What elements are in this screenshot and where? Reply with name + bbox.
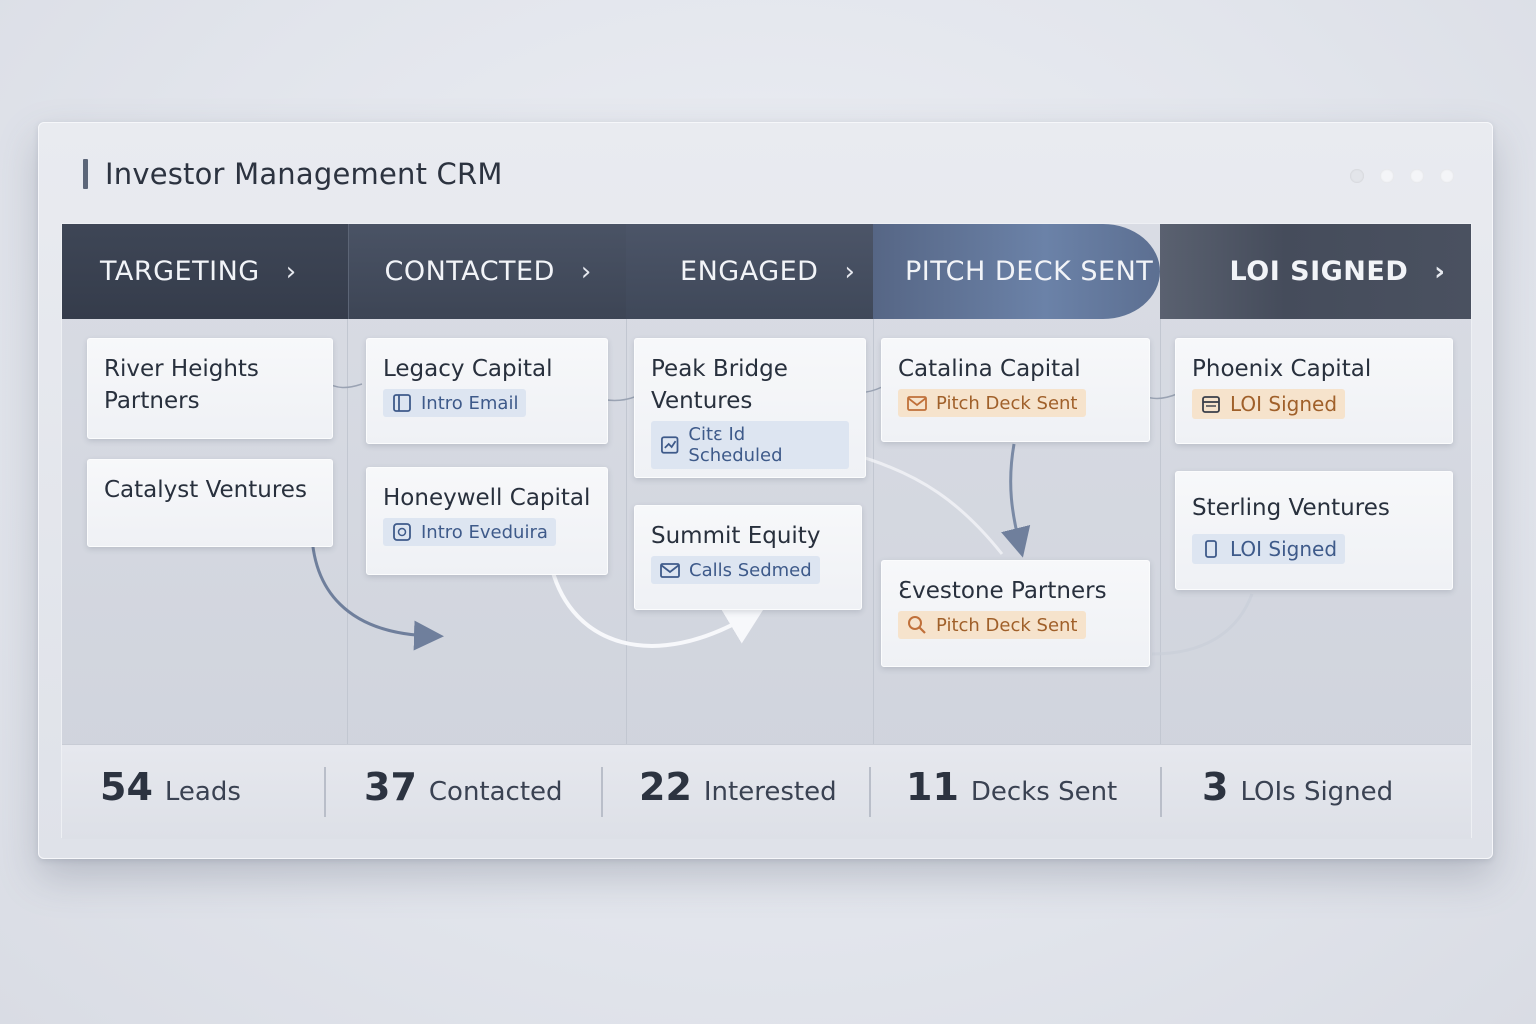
chevron-right-icon: › (844, 256, 856, 287)
status-badge: Intro Eveduira (383, 518, 556, 546)
investor-card[interactable]: Ɛvestone Partners Pitch Deck Sent (881, 560, 1150, 667)
stat-divider (1160, 767, 1162, 817)
status-text: Intro Email (421, 392, 519, 414)
clock-icon (393, 523, 411, 541)
investor-name: Partners (104, 388, 200, 414)
investor-name: River Heights (104, 356, 259, 382)
chevron-right-icon: › (285, 256, 297, 287)
stage-label: PITCH DECK SENT (905, 256, 1154, 287)
stat-label: Contacted (428, 777, 563, 807)
stage-label: ENGAGED (680, 256, 819, 287)
stat-divider (324, 767, 326, 817)
column-divider (1160, 319, 1161, 744)
document-icon (393, 394, 411, 412)
stat-value: 3 (1202, 765, 1229, 809)
investor-card[interactable]: Catalyst Ventures (87, 459, 333, 547)
investor-name: Ɛvestone Partners (898, 578, 1107, 604)
investor-name: Honeywell Capital (383, 485, 591, 511)
stat-contacted: 37 Contacted (364, 765, 563, 809)
title-bar: Investor Management CRM (39, 123, 1492, 223)
pipeline-board: TARGETING › CONTACTED › ENGAGED › › PITC… (61, 223, 1472, 839)
investor-name: Legacy Capital (383, 356, 553, 382)
stage-header-row: TARGETING › CONTACTED › ENGAGED › › PITC… (62, 224, 1472, 319)
chart-icon (661, 436, 679, 454)
stat-interested: 22 Interested (639, 765, 837, 809)
status-text: LOI Signed (1230, 392, 1338, 416)
app-title: Investor Management CRM (105, 157, 503, 191)
stage-targeting[interactable]: TARGETING › (62, 224, 348, 319)
status-badge: LOI Signed (1192, 534, 1346, 564)
status-text: LOI Signed (1230, 537, 1338, 561)
column-divider (347, 319, 348, 744)
phone-icon (1205, 540, 1217, 558)
status-badge: Intro Email (383, 389, 527, 417)
status-badge: Pitch Deck Sent (898, 611, 1086, 639)
window-dot-icon[interactable] (1440, 169, 1454, 183)
stat-value: 54 (100, 765, 153, 809)
stat-label: LOIs Signed (1240, 777, 1394, 807)
stage-label: TARGETING (100, 256, 260, 287)
stat-label: Leads (164, 777, 241, 807)
flow-arrow (1001, 443, 1031, 558)
stat-leads: 54 Leads (100, 765, 241, 809)
flow-arrow (1151, 593, 1254, 656)
investor-card[interactable]: Honeywell Capital Intro Eveduira (366, 467, 608, 575)
investor-name: Catalina Capital (898, 356, 1081, 382)
flow-arrow (851, 452, 1004, 555)
status-text: Calls Sedmed (689, 559, 812, 581)
status-text: Citɛ Id Scheduled (688, 424, 783, 466)
investor-card[interactable]: Sterling Ventures LOI Signed (1175, 471, 1453, 590)
investor-name: Catalyst Ventures (104, 477, 307, 503)
stat-lois-signed: 3 LOIs Signed (1202, 765, 1393, 809)
stat-value: 11 (906, 765, 959, 809)
investor-card[interactable]: Peak Bridge Ventures Citɛ Id Scheduled (634, 338, 866, 478)
status-text: Pitch Deck Sent (936, 614, 1078, 636)
stat-divider (601, 767, 603, 817)
stage-label: CONTACTED (384, 256, 555, 287)
investor-name: Phoenix Capital (1192, 356, 1372, 382)
stage-label: LOI SIGNED (1229, 256, 1409, 287)
investor-card[interactable]: Summit Equity Calls Sedmed (634, 505, 862, 610)
stage-engaged[interactable]: ENGAGED › › (626, 224, 881, 319)
status-badge: Calls Sedmed (651, 556, 820, 584)
crm-window: Investor Management CRM TARGETING › CONT… (38, 122, 1493, 859)
investor-name: Ventures (651, 388, 753, 414)
chevron-right-icon: › (1434, 256, 1446, 287)
investor-card[interactable]: Catalina Capital Pitch Deck Sent (881, 338, 1150, 442)
calendar-icon (1202, 396, 1220, 413)
mail-icon (660, 563, 680, 578)
investor-card[interactable]: Legacy Capital Intro Email (366, 338, 608, 444)
stat-divider (869, 767, 871, 817)
title-accent-mark (83, 159, 88, 189)
stage-pitch-deck-sent[interactable]: PITCH DECK SENT (873, 224, 1160, 319)
investor-name: Peak Bridge (651, 356, 788, 382)
window-dot-icon[interactable] (1410, 169, 1424, 183)
status-badge: Citɛ Id Scheduled (651, 421, 849, 469)
investor-card[interactable]: River Heights Partners (87, 338, 333, 439)
stat-label: Decks Sent (970, 777, 1118, 807)
status-text: Intro Eveduira (421, 521, 548, 543)
stage-loi-signed[interactable]: LOI SIGNED › (1159, 224, 1472, 319)
stat-decks-sent: 11 Decks Sent (906, 765, 1117, 809)
investor-name: Summit Equity (651, 523, 821, 549)
search-icon (908, 616, 926, 634)
stat-label: Interested (703, 777, 837, 807)
stat-value: 22 (639, 765, 692, 809)
window-controls (1350, 169, 1454, 183)
window-dot-icon[interactable] (1380, 169, 1394, 183)
stage-contacted[interactable]: CONTACTED › (347, 224, 627, 319)
status-badge: Pitch Deck Sent (898, 389, 1086, 417)
chevron-right-icon: › (580, 256, 592, 287)
column-divider (873, 319, 874, 744)
pipeline-stats-bar: 54 Leads 37 Contacted 22 Interested 11 D… (62, 744, 1471, 839)
status-text: Pitch Deck Sent (936, 392, 1078, 414)
column-divider (626, 319, 627, 744)
stat-value: 37 (364, 765, 417, 809)
investor-card[interactable]: Phoenix Capital LOI Signed (1175, 338, 1453, 444)
status-badge: LOI Signed (1192, 389, 1346, 419)
investor-name: Sterling Ventures (1192, 495, 1390, 521)
mail-icon (907, 396, 927, 411)
window-dot-icon[interactable] (1350, 169, 1364, 183)
